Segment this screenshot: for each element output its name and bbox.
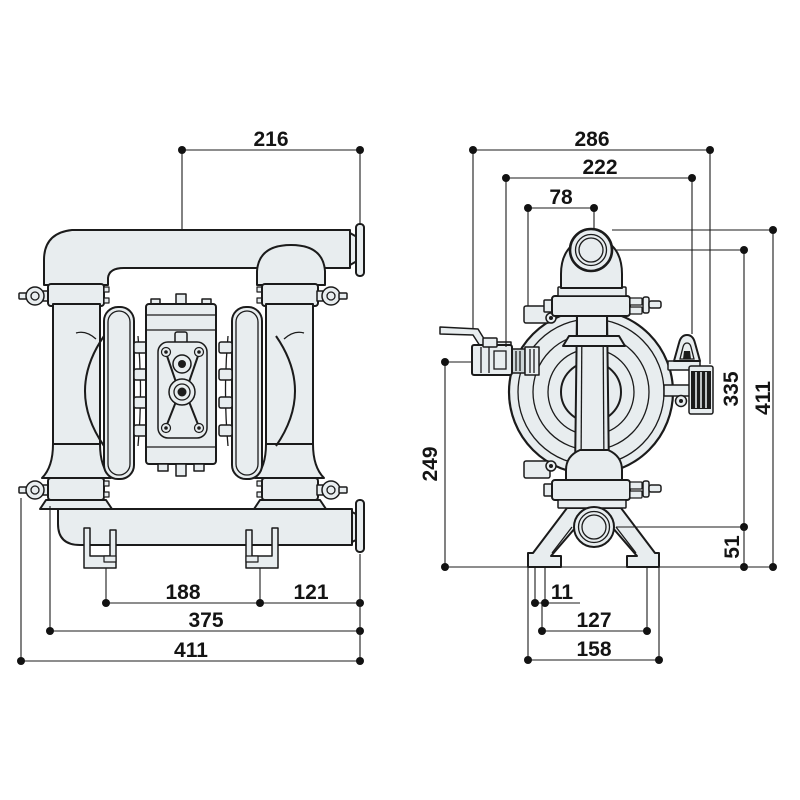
dim-411-side: 411 [612,226,777,571]
dim-78: 78 [524,186,598,306]
inlet-port [568,227,614,273]
dim-label-375: 375 [188,609,223,632]
left-skirt [39,499,113,510]
manifold-branch-dome [256,244,326,286]
dim-label-158: 158 [576,638,611,661]
discharge-flange [355,223,365,277]
suction-port [573,506,615,548]
right-chamber-tick [283,331,305,340]
muffler [663,365,714,415]
dim-label-11: 11 [551,581,574,604]
stand [527,507,660,568]
right-chamber-arc [275,335,296,447]
dim-label-216: 216 [253,128,288,151]
dim-249: 249 [419,358,471,571]
dim-222: 222 [502,156,696,347]
dim-158: 158 [524,567,663,664]
dim-label-51: 51 [721,535,744,559]
dim-11: 11 [531,567,580,607]
right-flange-disc [231,306,263,480]
right-skirt [253,499,327,510]
dim-label-411-side: 411 [752,381,775,415]
bottom-left-clamp [18,477,110,501]
top-flare [562,335,626,347]
top-neck [576,313,608,339]
dim-188-121: 188 121 [102,568,364,607]
dim-286: 286 [469,128,714,364]
discharge-manifold [43,229,351,286]
dim-51: 51 [721,527,748,571]
front-dimensions: 216 188 121 375 411 [17,128,364,665]
left-riser [52,303,101,445]
top-right-clamp [256,283,348,307]
dim-216: 216 [178,128,364,229]
front-view-drawing [18,223,365,569]
dim-375: 375 [46,506,364,635]
bottom-bell [565,449,623,482]
dim-127: 127 [538,567,651,635]
left-flange-disc [103,306,135,480]
side-dimensions: 286 222 78 411 335 [419,128,777,664]
front-right-foot [245,527,279,569]
dim-label-249: 249 [419,446,442,481]
dim-label-222: 222 [582,156,617,179]
dim-335: 335 [616,246,748,531]
dim-label-78: 78 [549,186,573,209]
side-view-drawing [439,227,714,568]
dim-label-121: 121 [293,581,328,604]
suction-manifold [57,508,353,546]
eye-bolt [667,334,701,371]
top-left-clamp [18,283,110,307]
dim-label-286: 286 [574,128,609,151]
ball-valve [439,326,540,376]
dim-label-127: 127 [576,609,611,632]
dim-label-411-front: 411 [174,639,208,662]
right-riser-bell [254,443,325,479]
suction-flange [355,499,365,553]
top-clamp [543,295,662,317]
dim-label-335: 335 [720,371,743,406]
dim-411-front: 411 [17,498,364,665]
front-left-foot [83,527,117,569]
dim-label-188: 188 [165,581,200,604]
bottom-clamp [543,479,662,501]
air-motor [133,293,233,477]
left-chamber-arc [84,335,105,447]
bottom-right-clamp [256,477,348,501]
left-riser-bell [41,443,112,479]
left-chamber-tick [75,331,97,340]
